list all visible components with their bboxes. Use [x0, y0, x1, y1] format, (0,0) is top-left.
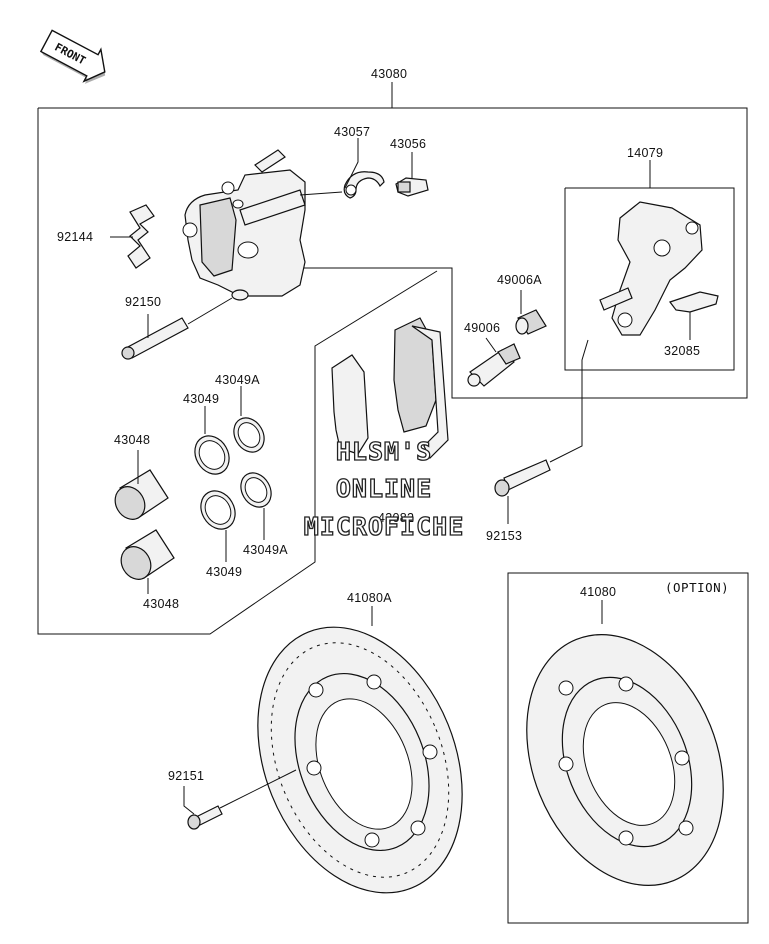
- label-92151: 92151: [168, 769, 204, 783]
- caliper-body: [182, 149, 306, 301]
- label-41080: 41080: [580, 585, 616, 599]
- label-43080: 43080: [371, 67, 407, 81]
- part-92150-pin: [121, 317, 189, 360]
- part-43057-banjo: [343, 171, 385, 199]
- part-49006A-boot: [515, 309, 547, 335]
- part-92151-screw: [187, 805, 223, 830]
- label-43048-bot: 43048: [143, 597, 179, 611]
- disc-41080: [526, 634, 724, 886]
- label-43082: 43082: [378, 511, 414, 525]
- disc-41080A: [257, 626, 463, 894]
- label-92144: 92144: [57, 230, 93, 244]
- watermark-line-1: HLSM'S: [336, 437, 432, 466]
- label-43057: 43057: [334, 125, 370, 139]
- bracket-box: [564, 187, 735, 371]
- part-43056-bleeder: [395, 177, 429, 197]
- watermark-line-2: ONLINE: [336, 474, 432, 503]
- part-43082-pads: [331, 317, 449, 460]
- label-option: (OPTION): [665, 580, 729, 595]
- watermark-line-3: MICROFICHE: [304, 512, 465, 541]
- label-43049A-top: 43049A: [215, 373, 260, 387]
- part-92153-bolt: [494, 459, 551, 497]
- front-arrow-icon: FRONT: [39, 29, 106, 84]
- label-92150: 92150: [125, 295, 161, 309]
- label-43056: 43056: [390, 137, 426, 151]
- part-32085-clip: [669, 291, 719, 313]
- label-32085: 32085: [664, 344, 700, 358]
- piston-43048-top: [114, 469, 169, 520]
- label-43049-top: 43049: [183, 392, 219, 406]
- option-disc-box: [507, 572, 749, 924]
- label-92153: 92153: [486, 529, 522, 543]
- part-92144-clip: [127, 204, 155, 269]
- part-49006-pin: [467, 343, 521, 387]
- label-43048-top: 43048: [114, 433, 150, 447]
- label-43049-bot: 43049: [206, 565, 242, 579]
- caliper-assembly-box: [38, 107, 748, 399]
- label-43049A-bot: 43049A: [243, 543, 288, 557]
- label-49006A: 49006A: [497, 273, 542, 287]
- part-14079-bracket: [599, 201, 703, 336]
- label-41080A: 41080A: [347, 591, 392, 605]
- label-49006: 49006: [464, 321, 500, 335]
- label-14079: 14079: [627, 146, 663, 160]
- piston-43048-bot: [120, 529, 175, 580]
